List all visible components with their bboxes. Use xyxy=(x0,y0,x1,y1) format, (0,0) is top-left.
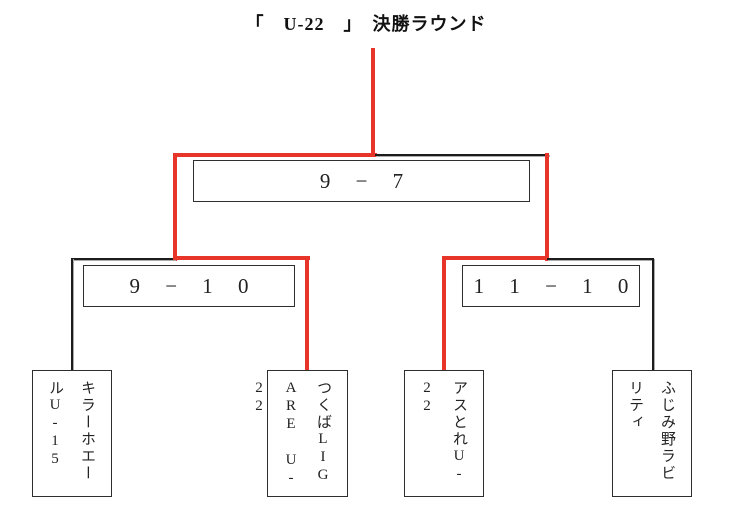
team-name-column: 22 xyxy=(419,380,435,416)
team-name-column: アスとれU- xyxy=(451,380,467,484)
team-name-column: キラーホエー xyxy=(79,380,95,482)
team-name-column: ふじみ野ラビ xyxy=(659,380,675,482)
champion-up-line xyxy=(371,48,375,157)
bracket-title: 「 U-22 」 決勝ラウンド xyxy=(245,14,487,34)
final-score: 9 − 7 xyxy=(319,168,414,193)
team1-line xyxy=(71,258,73,370)
team-box-asutore-u22: アスとれU- 22 xyxy=(404,370,484,497)
team-box-tsukuba-ligare-u22: つくばLIG ARE U-22 xyxy=(251,370,348,497)
left-semi-connector-black xyxy=(71,258,175,260)
team-box-killer-whale-u15: キラーホエー ルU-15 xyxy=(32,370,112,497)
left-semifinal-box: 9 − 1 0 xyxy=(83,265,295,307)
final-connector-right-black xyxy=(375,154,549,156)
right-semifinal-box: 1 1 − 1 0 xyxy=(462,265,640,307)
team-name-column: リティ xyxy=(627,380,643,431)
team-name-column: ルU-15 xyxy=(47,380,63,469)
right-semi-connector-black xyxy=(547,258,654,260)
team-name-column: つくばLIG xyxy=(315,380,331,485)
team-name-column: ARE U-22 xyxy=(251,380,299,488)
right-semi-connector-red xyxy=(442,256,549,260)
left-semi-connector-red xyxy=(173,256,310,260)
team-box-fujimino-rabbity: ふじみ野ラビ リティ xyxy=(612,370,692,497)
final-match-box: 9 − 7 xyxy=(193,160,530,202)
semifinal-right-up-line xyxy=(545,153,549,261)
team4-line xyxy=(652,258,654,370)
left-semifinal-score: 9 − 1 0 xyxy=(129,273,259,298)
right-semifinal-score: 1 1 − 1 0 xyxy=(473,273,639,298)
final-connector-left-red xyxy=(173,153,377,157)
team2-winner-line xyxy=(305,256,309,370)
semifinal-left-up-line xyxy=(173,153,177,261)
team3-winner-line xyxy=(442,256,446,370)
